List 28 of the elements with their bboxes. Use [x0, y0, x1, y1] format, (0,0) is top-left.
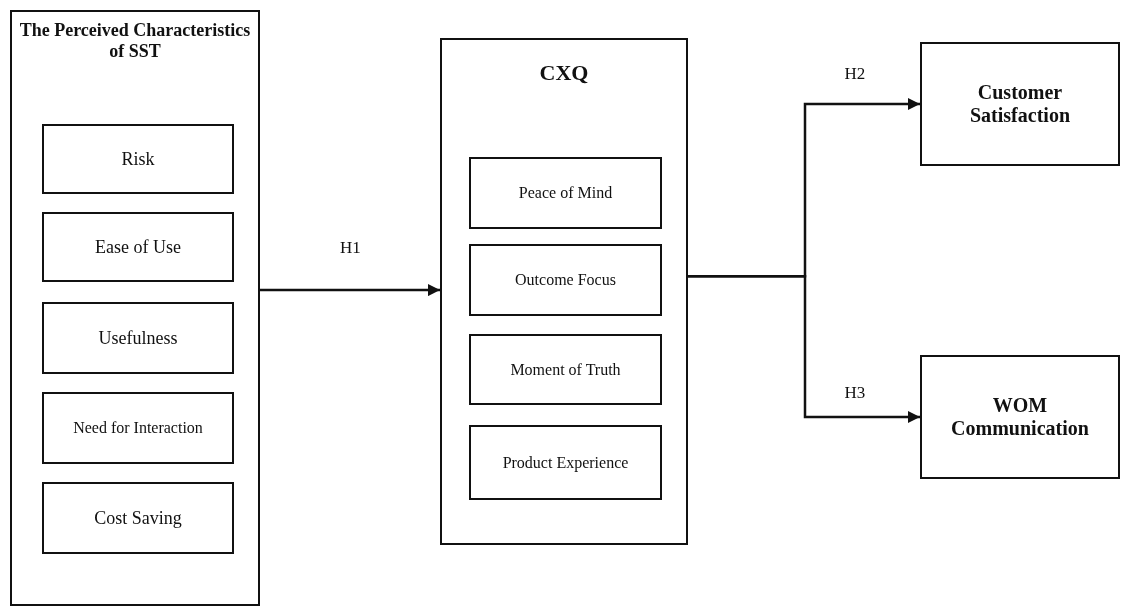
group-title: CXQ [538, 60, 590, 86]
construct-label: Customer Satisfaction [969, 81, 1071, 127]
group-box [10, 10, 260, 606]
construct-box [469, 157, 662, 229]
construct-label: Ease of Use [94, 236, 182, 258]
group-box [440, 38, 688, 545]
construct-box [469, 334, 662, 405]
construct-box [42, 302, 234, 374]
construct-box [469, 244, 662, 316]
construct-box [920, 355, 1120, 479]
arrow [260, 283, 440, 297]
construct-box [42, 392, 234, 464]
construct-box [42, 124, 234, 194]
construct-label: Cost Saving [93, 507, 183, 529]
construct-label: Peace of Mind [517, 184, 614, 202]
construct-box [469, 425, 662, 500]
arrow [688, 275, 920, 424]
construct-label: WOM Communication [950, 394, 1090, 440]
construct-label: Need for Interaction [72, 419, 204, 437]
construct-label: Risk [120, 148, 156, 170]
construct-box [920, 42, 1120, 166]
construct-label: Moment of Truth [509, 360, 622, 379]
construct-box [42, 212, 234, 282]
group-title: The Perceived Characteristics of SST [18, 20, 252, 62]
construct-label: Product Experience [501, 453, 630, 472]
construct-label: Outcome Focus [514, 271, 617, 289]
construct-label: Usefulness [97, 327, 179, 349]
construct-box [42, 482, 234, 554]
